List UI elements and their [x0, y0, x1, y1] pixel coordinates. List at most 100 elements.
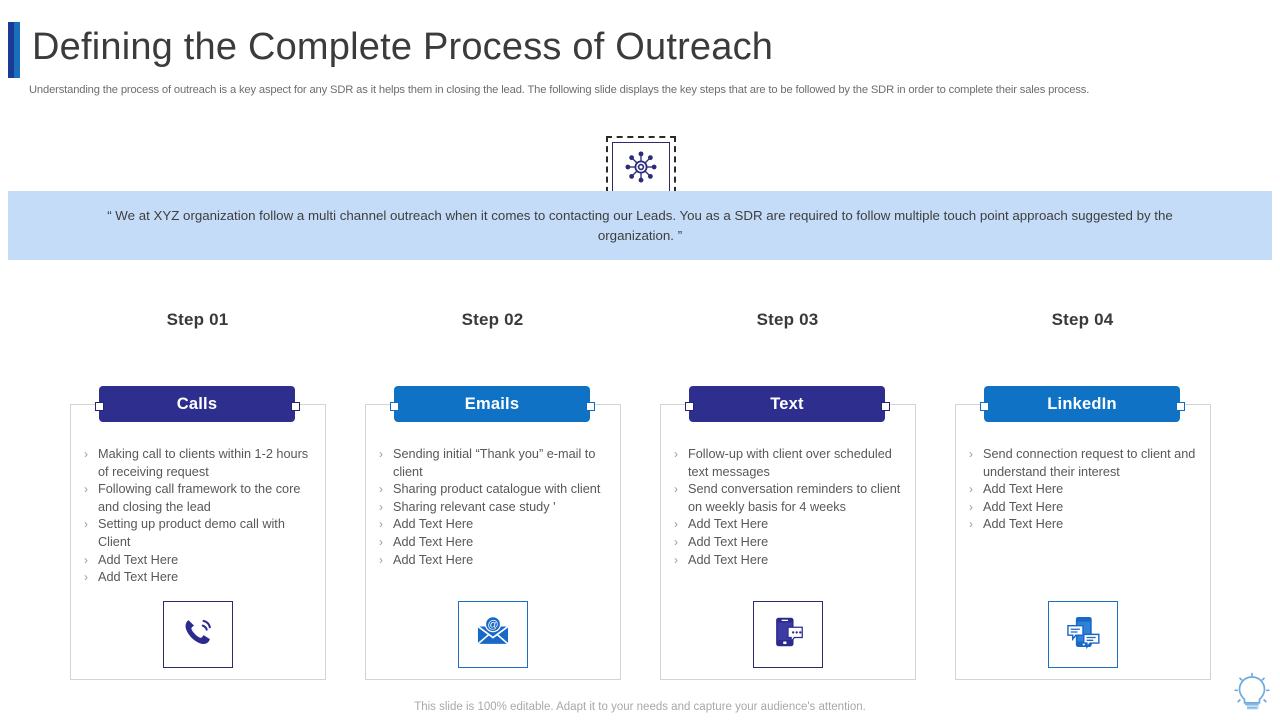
list-item: › Add Text Here	[84, 569, 314, 587]
step-header-emails[interactable]: Emails	[394, 386, 590, 422]
connector-handle-right	[1176, 402, 1185, 411]
list-item-text: Add Text Here	[983, 482, 1064, 497]
page-subtitle: Understanding the process of outreach is…	[29, 84, 1090, 96]
list-item-text: Follow-up with client over scheduled tex…	[688, 447, 892, 479]
connector-handle-left	[95, 402, 104, 411]
step-bullet-list: › Sending initial “Thank you” e-mail to c…	[365, 446, 621, 569]
list-item: › Add Text Here	[674, 516, 904, 534]
list-item-text: Setting up product demo call with Client	[98, 517, 285, 549]
connector-handle-left	[390, 402, 399, 411]
chevron-right-icon: ›	[84, 517, 88, 532]
step-header-text[interactable]: Text	[689, 386, 885, 422]
step-title: Calls	[176, 394, 218, 413]
list-item-text: Add Text Here	[393, 517, 474, 532]
list-item: › Add Text Here	[379, 534, 609, 552]
list-item: › Send conversation reminders to client o…	[674, 481, 904, 516]
network-hub-icon	[623, 149, 659, 190]
channel-icon-box-emails: @	[458, 601, 528, 668]
chevron-right-icon: ›	[379, 552, 383, 567]
svg-text:@: @	[487, 619, 498, 631]
chevron-right-icon: ›	[969, 517, 973, 532]
chevron-right-icon: ›	[379, 534, 383, 549]
list-item-text: Following call framework to the core and…	[98, 482, 301, 514]
step-label: Step 02	[461, 310, 524, 329]
chevron-right-icon: ›	[379, 517, 383, 532]
list-item-text: Add Text Here	[688, 534, 769, 549]
chevron-right-icon: ›	[674, 517, 678, 532]
chevron-right-icon: ›	[84, 570, 88, 585]
list-item: › Following call framework to the core an…	[84, 481, 314, 516]
step-column-1: Step 01 Calls › Making call to clients wi…	[50, 310, 345, 680]
list-item: › Add Text Here	[84, 552, 314, 570]
phone-two-chat-bubbles-icon	[1064, 613, 1102, 656]
connector-handle-right	[291, 402, 300, 411]
chevron-right-icon: ›	[969, 447, 973, 461]
chevron-right-icon: ›	[84, 482, 88, 497]
channel-icon-box-calls	[163, 601, 233, 668]
list-item-text: Sharing relevant case study '	[393, 499, 556, 514]
chevron-right-icon: ›	[379, 447, 383, 461]
chevron-right-icon: ›	[84, 447, 88, 461]
step-label: Step 03	[756, 310, 819, 329]
step-title: LinkedIn	[1047, 394, 1117, 413]
list-item: ›Add Text Here	[969, 481, 1199, 499]
footer-note: This slide is 100% editable. Adapt it to…	[414, 701, 866, 713]
list-item: › Making call to clients within 1-2 hours…	[84, 446, 314, 481]
list-item: › Setting up product demo call with Clien…	[84, 516, 314, 551]
list-item-text: Add Text Here	[983, 517, 1064, 532]
channel-icon-box-linkedin	[1048, 601, 1118, 668]
page-title: Defining the Complete Process of Outreac…	[32, 26, 774, 68]
chevron-right-icon: ›	[674, 482, 678, 497]
list-item-text: Add Text Here	[98, 570, 179, 585]
quote-text: “ We at XYZ organization follow a multi …	[107, 208, 1173, 243]
chevron-right-icon: ›	[379, 482, 383, 497]
list-item-text: Add Text Here	[98, 552, 179, 567]
list-item-text: Sending initial “Thank you” e-mail to cl…	[393, 447, 596, 479]
chevron-right-icon: ›	[674, 552, 678, 567]
lightbulb-gear-icon	[1232, 671, 1272, 718]
title-accent-bar-light	[14, 22, 20, 78]
list-item-text: Add Text Here	[393, 534, 474, 549]
phone-call-icon	[179, 613, 217, 656]
step-label: Step 01	[166, 310, 229, 329]
chevron-right-icon: ›	[84, 552, 88, 567]
hub-icon-frame	[612, 142, 670, 197]
list-item-text: Add Text Here	[688, 552, 769, 567]
step-bullet-list: › Follow-up with client over scheduled te…	[660, 446, 916, 569]
list-item-text: Add Text Here	[688, 517, 769, 532]
quote-banner: “ We at XYZ organization follow a multi …	[8, 191, 1272, 260]
list-item: › Add Text Here	[379, 552, 609, 570]
chevron-right-icon: ›	[674, 447, 678, 461]
list-item: › Add Text Here	[969, 499, 1199, 517]
email-at-envelope-icon: @	[474, 613, 512, 656]
chevron-right-icon: ›	[674, 534, 678, 549]
step-title: Emails	[464, 394, 520, 413]
step-header-calls[interactable]: Calls	[99, 386, 295, 422]
channel-icon-box-text	[753, 601, 823, 668]
chevron-right-icon: ›	[969, 499, 973, 514]
list-item: › Sending initial “Thank you” e-mail to c…	[379, 446, 609, 481]
step-title: Text	[770, 394, 804, 413]
list-item: ›Send connection request to client and u…	[969, 446, 1199, 481]
list-item-text: Sharing product catalogue with client	[393, 482, 601, 497]
chevron-right-icon: ›	[379, 499, 383, 514]
step-bullet-list: › Making call to clients within 1-2 hours…	[70, 446, 326, 587]
title-accent-bar-dark	[8, 22, 17, 78]
connector-handle-right	[881, 402, 890, 411]
list-item: › Sharing product catalogue with client	[379, 481, 609, 499]
list-item-text: Add Text Here	[983, 499, 1064, 514]
list-item: › Follow-up with client over scheduled te…	[674, 446, 904, 481]
phone-chat-bubble-icon	[769, 613, 807, 656]
list-item-text: Add Text Here	[393, 552, 474, 567]
list-item-text: Send conversation reminders to client on…	[688, 482, 901, 514]
list-item: › Add Text Here	[379, 516, 609, 534]
connector-handle-right	[586, 402, 595, 411]
step-label: Step 04	[1051, 310, 1114, 329]
list-item: › Add Text Here	[674, 552, 904, 570]
list-item-text: Making call to clients within 1-2 hours …	[98, 447, 309, 479]
list-item: › Add Text Here	[674, 534, 904, 552]
list-item: › Sharing relevant case study '	[379, 499, 609, 517]
step-header-linkedin[interactable]: LinkedIn	[984, 386, 1180, 422]
connector-handle-left	[980, 402, 989, 411]
